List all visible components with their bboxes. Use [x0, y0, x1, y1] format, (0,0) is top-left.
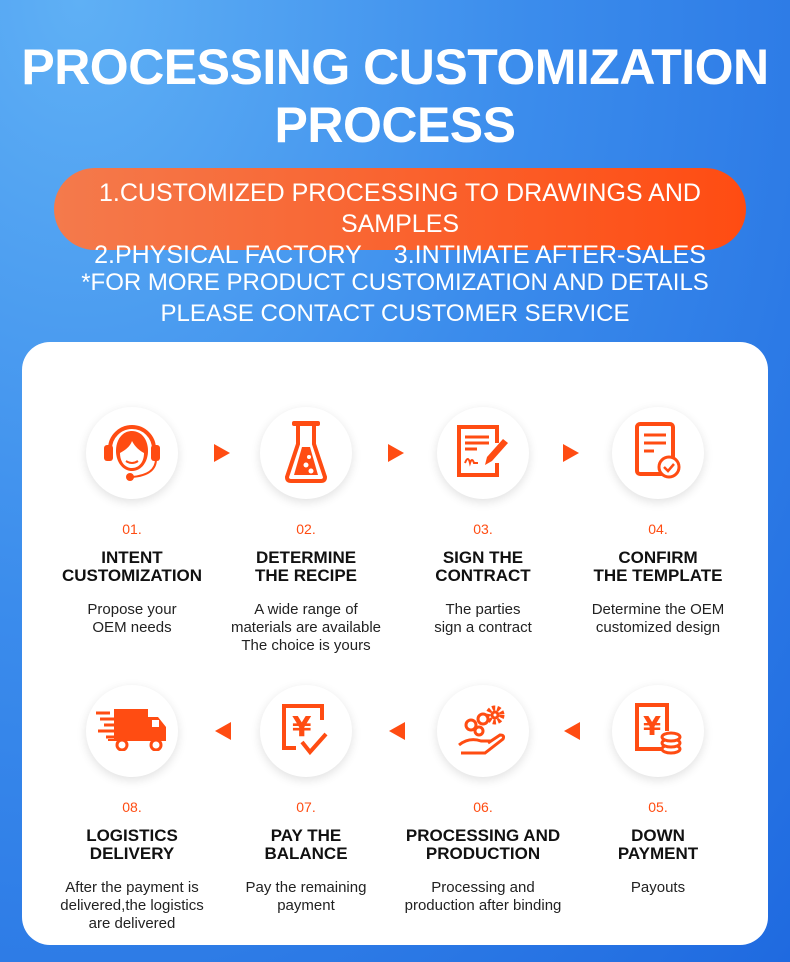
- arrow-left-icon: [215, 722, 231, 740]
- arrow-right-icon: [388, 444, 404, 462]
- desc-line: materials are available: [230, 619, 382, 636]
- step-icon-circle: [612, 407, 704, 499]
- arrow-right-icon: [214, 444, 230, 462]
- desc-line: A wide range of: [254, 601, 358, 618]
- svg-text:¥: ¥: [643, 712, 661, 742]
- step-icon-circle: ¥: [612, 685, 704, 777]
- headset-icon: [102, 419, 162, 488]
- desc-line: OEM needs: [92, 619, 172, 636]
- step-icon-circle: ¥: [260, 685, 352, 777]
- step-title-line: BALANCE: [264, 844, 348, 863]
- step-title-line: THE RECIPE: [254, 566, 358, 585]
- contact-note: *FOR MORE PRODUCT CUSTOMIZATION AND DETA…: [0, 267, 790, 329]
- yuan-coins-icon: ¥: [633, 701, 683, 762]
- svg-text:¥: ¥: [292, 710, 312, 743]
- step-title-line: CONFIRM: [618, 548, 698, 567]
- desc-line: are delivered: [88, 915, 176, 932]
- desc-line: After the payment is: [65, 879, 199, 896]
- desc-line: Processing and: [431, 879, 535, 896]
- note-line: PLEASE CONTACT CUSTOMER SERVICE: [160, 300, 630, 327]
- step-number: 01.: [122, 521, 142, 537]
- step-title-line: PROCESSING AND: [405, 826, 561, 845]
- contract-icon: [455, 423, 511, 484]
- step-title-line: CUSTOMIZATION: [61, 566, 203, 585]
- step-title-line: THE TEMPLATE: [593, 566, 723, 585]
- document-check-icon: [633, 421, 683, 486]
- step-title-line: PAYMENT: [617, 844, 699, 863]
- desc-line: The choice is yours: [241, 637, 371, 654]
- features-banner: 1.CUSTOMIZED PROCESSING TO DRAWINGS AND …: [54, 168, 746, 269]
- desc-line: Determine the OEM: [591, 601, 725, 618]
- flask-icon: [284, 419, 328, 488]
- step-title-line: DETERMINE: [255, 548, 357, 567]
- page-title: PROCESSING CUSTOMIZATION PROCESS: [0, 38, 790, 154]
- desc-line: Payouts: [630, 879, 686, 896]
- step-description: Payouts: [573, 879, 743, 897]
- step-number: 02.: [296, 521, 316, 537]
- arrow-left-icon: [564, 722, 580, 740]
- step-title-line: SIGN THE: [442, 548, 524, 567]
- banner-item: 2.PHYSICAL FACTORY: [94, 241, 362, 269]
- yuan-check-icon: ¥: [280, 702, 332, 761]
- step-icon-circle: [437, 407, 529, 499]
- banner-item: 3.INTIMATE AFTER-SALES: [393, 241, 706, 269]
- banner-line: 1.CUSTOMIZED PROCESSING TO DRAWINGS AND …: [99, 179, 701, 238]
- arrow-left-icon: [389, 722, 405, 740]
- step-icon-circle: [86, 407, 178, 499]
- title-line: PROCESS: [274, 97, 516, 153]
- step-number: 06.: [473, 799, 493, 815]
- desc-line: Pay the remaining: [245, 879, 367, 896]
- desc-line: delivered,the logistics: [60, 897, 204, 914]
- step-icon-circle: [260, 407, 352, 499]
- desc-line: sign a contract: [434, 619, 532, 636]
- step-number: 07.: [296, 799, 316, 815]
- step-title-line: DOWN: [631, 826, 685, 845]
- title-line: PROCESSING CUSTOMIZATION: [21, 39, 769, 95]
- note-line: *FOR MORE PRODUCT CUSTOMIZATION AND DETA…: [81, 269, 709, 296]
- step-number: 03.: [473, 521, 493, 537]
- step-title-line: PRODUCTION: [425, 844, 541, 863]
- step-number: 04.: [648, 521, 668, 537]
- step-icon-circle: [437, 685, 529, 777]
- desc-line: Propose your: [87, 601, 177, 618]
- step-icon-circle: [86, 685, 178, 777]
- arrow-right-icon: [563, 444, 579, 462]
- desc-line: The parties: [445, 601, 521, 618]
- step-number: 05.: [648, 799, 668, 815]
- step-title-line: PAY THE: [270, 826, 342, 845]
- step-title-line: LOGISTICS: [86, 826, 178, 845]
- truck-icon: [96, 707, 168, 756]
- desc-line: production after binding: [404, 897, 562, 914]
- gears-hand-icon: [455, 701, 511, 762]
- desc-line: customized design: [595, 619, 721, 636]
- step-title-line: CONTRACT: [435, 566, 531, 585]
- desc-line: payment: [277, 897, 335, 914]
- step-number: 08.: [122, 799, 142, 815]
- step-title-line: DELIVERY: [89, 844, 175, 863]
- step-title-line: INTENT: [101, 548, 163, 567]
